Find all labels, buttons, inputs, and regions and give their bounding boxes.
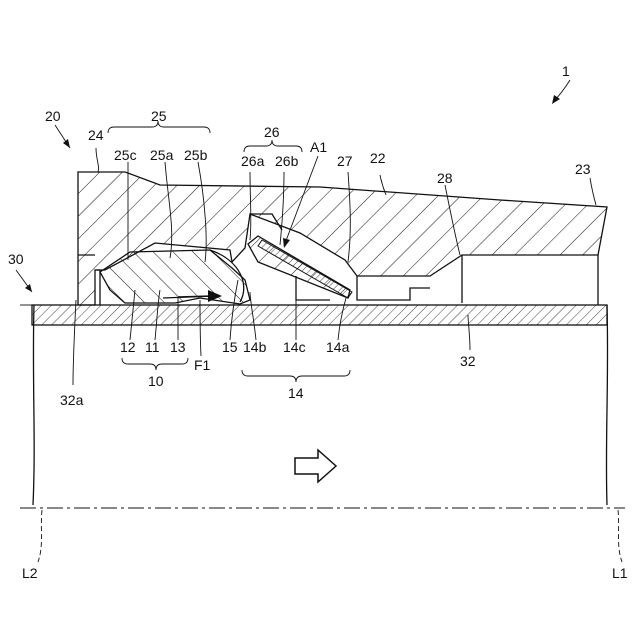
label-26: 26 [264,124,280,140]
label-F1: F1 [194,357,211,373]
label-22: 22 [370,150,386,166]
label-L1: L1 [612,565,628,581]
label-20: 20 [45,108,61,124]
label-30: 30 [8,251,24,267]
label-12: 12 [120,339,136,355]
label-26b: 26b [275,153,299,169]
label-27: 27 [337,153,353,169]
label-25c: 25c [114,147,137,163]
label-25b: 25b [184,147,208,163]
pipe-wall-32 [32,305,607,325]
label-A1: A1 [310,139,327,155]
label-26a: 26a [241,153,265,169]
center-axis [20,508,625,562]
label-14a: 14a [326,339,350,355]
hollow-right-arrow-icon [295,450,336,482]
label-25: 25 [151,108,167,124]
label-32: 32 [460,353,476,369]
seal-ring-10 [100,250,250,304]
label-1: 1 [562,63,570,79]
label-L2: L2 [22,565,38,581]
label-28: 28 [437,170,453,186]
label-14b: 14b [243,339,267,355]
label-14: 14 [288,385,304,401]
label-24: 24 [88,127,104,143]
label-10: 10 [148,373,164,389]
label-14c: 14c [283,339,306,355]
label-32a: 32a [60,392,84,408]
pipe-30 [20,305,608,505]
label-13: 13 [170,339,186,355]
label-11: 11 [145,339,160,355]
label-25a: 25a [150,147,174,163]
label-23: 23 [575,161,591,177]
label-15: 15 [222,339,238,355]
